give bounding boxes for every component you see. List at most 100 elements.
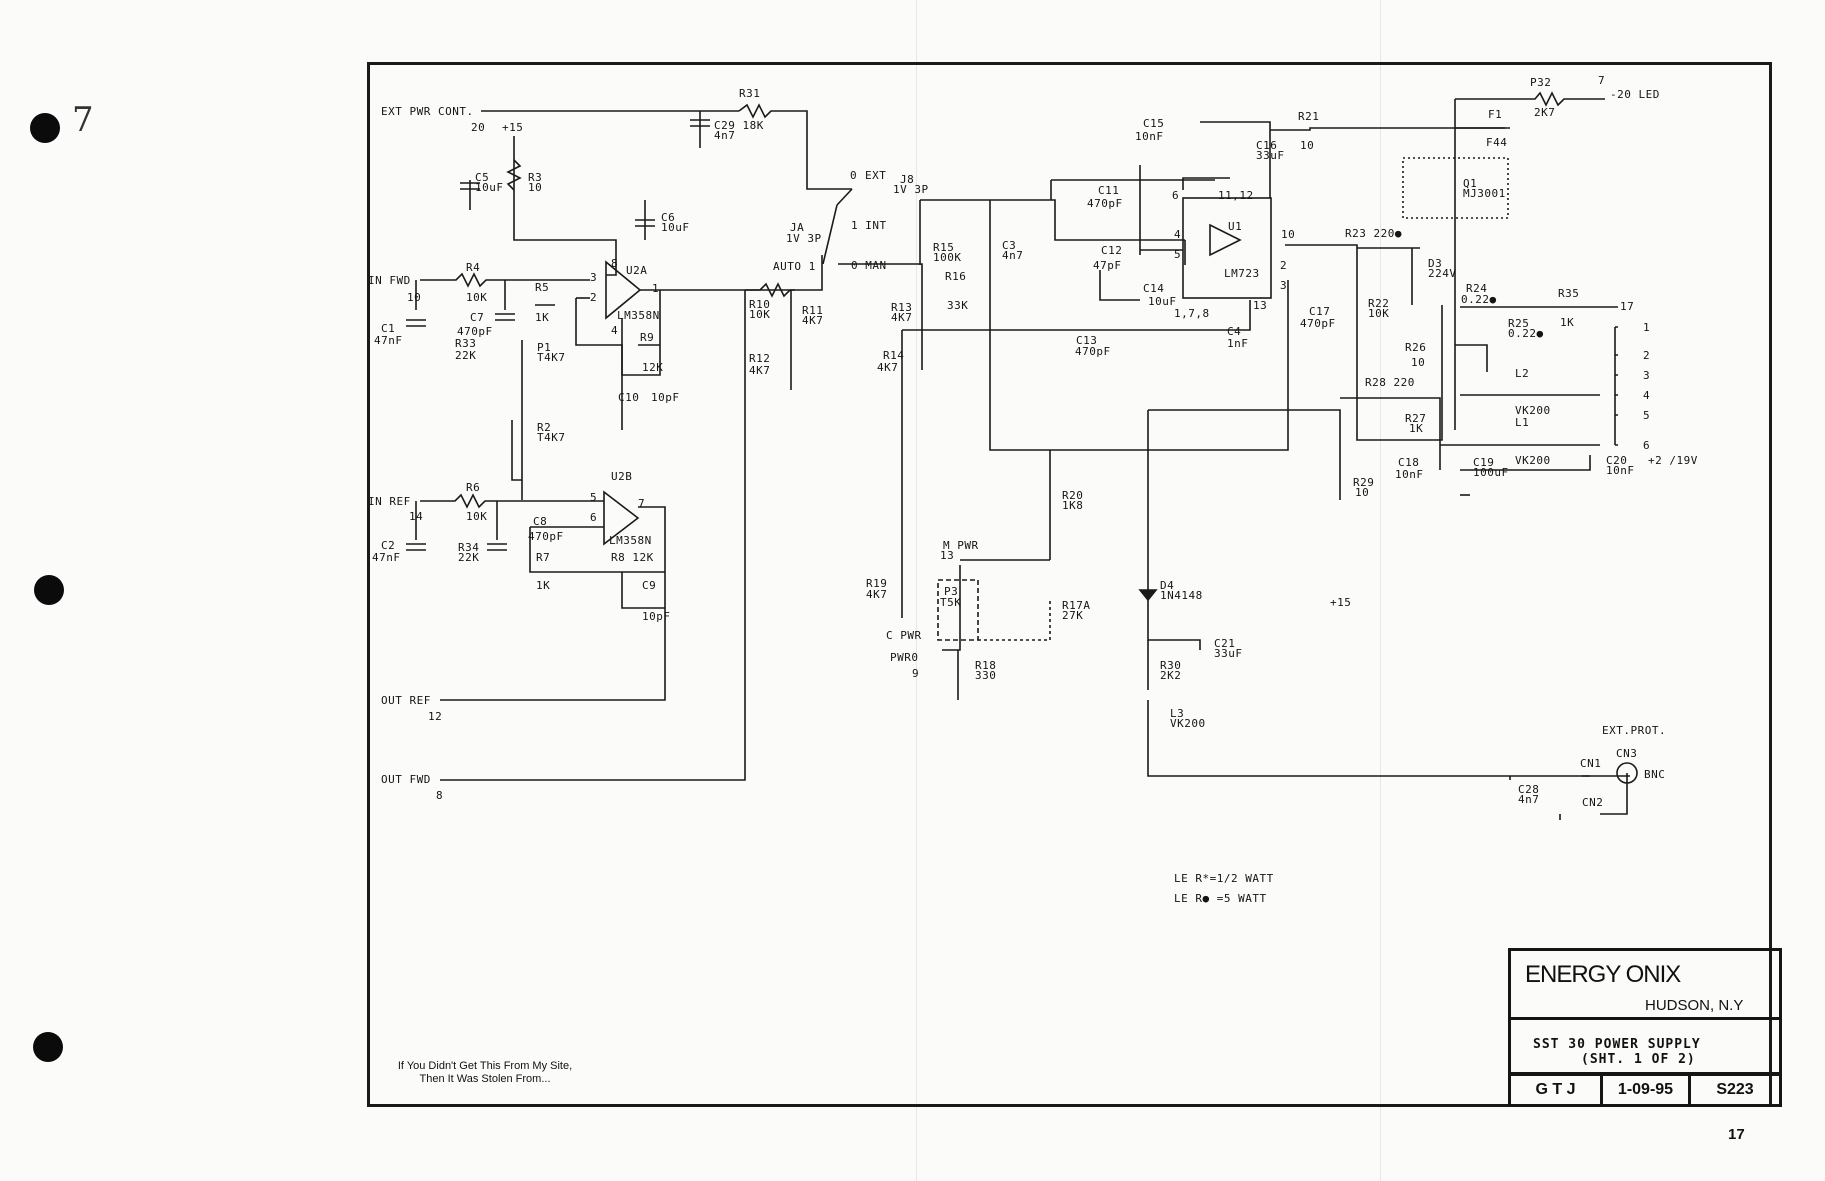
ref-l1: L1 [1515, 416, 1530, 429]
ref-r4: R4 [466, 261, 481, 274]
ref-c20: C20 [1606, 454, 1628, 467]
val-f1: F44 [1486, 136, 1508, 149]
pin-label: 10 [1281, 228, 1296, 241]
val-c16: 33uF [1256, 149, 1285, 162]
watermark-note: If You Didn't Get This From My Site, The… [390, 1060, 580, 1086]
pin-label: 6 [1643, 439, 1651, 452]
val-c4: 1nF [1227, 337, 1249, 350]
ref-r23: R23 220● [1345, 227, 1402, 240]
ref-r9: R9 [640, 331, 655, 344]
ref-r13: R13 [891, 301, 913, 314]
val-r33: 22K [455, 349, 477, 362]
val-c15: 10nF [1135, 130, 1164, 143]
val-d3: 224V [1428, 267, 1457, 280]
led-label: -20 LED [1610, 88, 1660, 101]
val-r24: 0.22● [1461, 293, 1497, 306]
pin-label: 7 [638, 497, 646, 510]
val-r3: 10 [528, 181, 543, 194]
pin-label: 13 [1253, 299, 1268, 312]
val-r19: 4K7 [866, 588, 888, 601]
val-r35: 1K [1560, 316, 1575, 329]
pin-label: 11,12 [1218, 189, 1254, 202]
val-r12: 4K7 [749, 364, 771, 377]
val-c7: 470pF [457, 325, 493, 338]
ref-c28: C28 [1518, 783, 1540, 796]
val-j8: 1V 3P [893, 183, 929, 196]
val-c5: 10uF [475, 181, 504, 194]
ref-ja: JA [790, 221, 805, 234]
ref-c2: C2 [381, 539, 396, 552]
ref-r3: R3 [528, 171, 543, 184]
val-r25: 0.22● [1508, 327, 1544, 340]
ref-r24: R24 [1466, 282, 1488, 295]
ref-r20: R20 [1062, 489, 1084, 502]
drawn-by: G T J [1508, 1073, 1603, 1107]
switch-int: 1 INT [851, 219, 887, 232]
pin-label: 7 [1598, 74, 1606, 87]
val-d4: 1N4148 [1160, 589, 1203, 602]
val-c19: 100uF [1473, 466, 1509, 479]
ref-r11: R11 [802, 304, 824, 317]
pin-label: 8 [436, 789, 444, 802]
ref-r29: R29 [1353, 476, 1375, 489]
ref-r14: R14 [883, 349, 905, 362]
val-r29: 10 [1355, 486, 1370, 499]
ref-r21: R21 [1298, 110, 1320, 123]
part-u2b: LM358N [609, 534, 652, 547]
val-c2: 47nF [372, 551, 401, 564]
output-voltage: +2 /19V [1648, 454, 1698, 467]
fold-crease [1380, 0, 1381, 1181]
ref-r19: R19 [866, 577, 888, 590]
val-r4: 10K [466, 291, 488, 304]
drawing-border [367, 62, 1772, 1107]
ref-c16: C16 [1256, 139, 1278, 152]
ref-r15: R15 [933, 241, 955, 254]
val-c20: 10nF [1606, 464, 1635, 477]
val-r22: 10K [1368, 307, 1390, 320]
pin-label: 2 [1643, 349, 1651, 362]
pin-label: 10 [407, 291, 422, 304]
ref-c12: C12 [1101, 244, 1123, 257]
ref-c9: C9 [642, 579, 657, 592]
ref-l2: L2 [1515, 367, 1530, 380]
sheet-number: (SHT. 1 OF 2) [1581, 1052, 1696, 1067]
ref-c4: C4 [1227, 325, 1242, 338]
out-fwd-label: OUT FWD [381, 773, 431, 786]
pin-label: 3 [1280, 279, 1288, 292]
supply-label: +15 [502, 121, 524, 134]
pin-label: 6 [590, 511, 598, 524]
in-fwd-label: IN FWD [368, 274, 411, 287]
pin-label: 9 [912, 667, 920, 680]
company-name: ENERGY ONIX [1525, 961, 1681, 988]
ref-r8: R8 12K [611, 551, 654, 564]
ref-p1: P1 [537, 341, 552, 354]
val-l2: VK200 [1515, 404, 1551, 417]
pin-label: 1 [1643, 321, 1651, 334]
ref-u2b: U2B [611, 470, 633, 483]
margin-mark: 7 [72, 100, 94, 140]
val-c3: 4n7 [1002, 249, 1024, 262]
watermark-line: If You Didn't Get This From My Site, [397, 1060, 573, 1072]
pin-label: 6 [1172, 189, 1180, 202]
val-r10: 10K [749, 308, 771, 321]
ref-c15: C15 [1143, 117, 1165, 130]
ref-r16: R16 [945, 270, 967, 283]
val-c11: 470pF [1087, 197, 1123, 210]
binder-hole [33, 1032, 63, 1062]
val-p3: T5K [940, 596, 962, 609]
note-line: LE R● =5 WATT [1174, 892, 1267, 905]
ref-r2: R2 [537, 421, 552, 434]
val-r30: 2K2 [1160, 669, 1182, 682]
val-c17: 470pF [1300, 317, 1336, 330]
part-u2a: LM358N [617, 309, 660, 322]
company-city: HUDSON, N.Y [1645, 997, 1744, 1014]
page-number: 17 [1728, 1126, 1745, 1143]
val-r9: 12K [642, 361, 664, 374]
title-block-title: SST 30 POWER SUPPLY (SHT. 1 OF 2) [1508, 1017, 1782, 1075]
ref-c18: C18 [1398, 456, 1420, 469]
ref-p32: P32 [1530, 76, 1552, 89]
switch-ext: EXT [865, 169, 887, 182]
val-r27: 1K [1409, 422, 1424, 435]
pin-label: 3 [590, 271, 598, 284]
pin-label: 5 [1174, 248, 1182, 261]
